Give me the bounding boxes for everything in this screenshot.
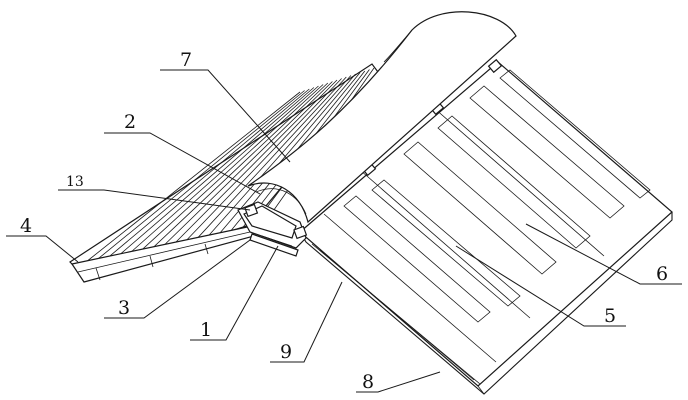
panel-hatch-line	[174, 79, 338, 244]
label-7: 7	[180, 49, 192, 71]
label-1: 1	[200, 319, 212, 341]
panel-hatch-line	[119, 87, 315, 256]
panel-hatch-line	[185, 78, 342, 241]
panel-hatch-line	[130, 85, 319, 253]
right-roof-panel	[299, 58, 673, 395]
roof-slat	[371, 179, 521, 307]
panel-hatch-line	[163, 81, 333, 246]
roof-slat	[437, 115, 591, 249]
part-labels: 7 2 13 4 3 1 9 8 5 6	[20, 49, 668, 393]
panel-hatch-line	[208, 75, 352, 237]
label-5: 5	[604, 305, 616, 327]
label-4: 4	[20, 215, 32, 237]
panel-hatch-line	[219, 73, 356, 234]
label-9: 9	[280, 341, 292, 363]
label-13: 13	[66, 174, 84, 190]
label-3: 3	[118, 297, 130, 319]
roof-slat	[499, 69, 651, 199]
ridge-joint-bracket	[237, 201, 308, 257]
panel-hatch-line	[85, 91, 301, 263]
label-8: 8	[362, 371, 374, 393]
left-roof-panel	[69, 63, 379, 283]
roof-slat	[403, 141, 557, 275]
panel-hatch-line	[197, 76, 347, 239]
label-6: 6	[656, 263, 668, 285]
panel-hatch-line	[152, 82, 329, 249]
panel-hatch-line	[96, 90, 305, 260]
label-2: 2	[124, 111, 136, 133]
panel-hatch-line	[141, 84, 324, 251]
leader-lines	[6, 69, 682, 393]
panel-hatch-line	[108, 88, 310, 258]
ridge-cap	[247, 11, 517, 224]
roof-slat	[343, 195, 491, 323]
roof-slat	[469, 85, 625, 219]
